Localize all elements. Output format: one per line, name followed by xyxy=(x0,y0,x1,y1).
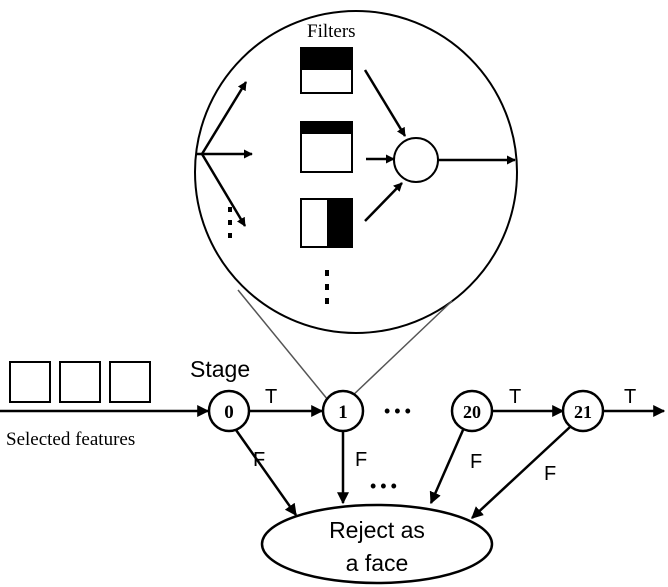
selected-features-label: Selected features xyxy=(6,429,135,450)
filters-title: Filters xyxy=(307,21,356,42)
reject-node: Reject as a face xyxy=(260,503,494,585)
filter-vertical-dots xyxy=(325,270,329,304)
haar-filter-right-dark-icon xyxy=(300,198,353,248)
zoom-callout: Filters xyxy=(194,10,518,401)
filter-to-node-arrows xyxy=(363,69,407,222)
reject-arrows xyxy=(234,426,571,519)
false-label: F xyxy=(544,463,556,485)
feature-box xyxy=(109,361,151,403)
reject-label-line1: Reject as xyxy=(329,517,425,543)
true-label: T xyxy=(624,386,636,408)
fan-vertical-dots xyxy=(228,207,232,238)
stages-ellipsis: ••• xyxy=(384,401,415,421)
true-label: T xyxy=(509,386,521,408)
stage-node-label: 21 xyxy=(574,402,592,422)
false-label: F xyxy=(253,449,265,471)
stage-node-label: 0 xyxy=(224,402,234,423)
stage-node-label: 1 xyxy=(338,402,348,423)
fan-arrows xyxy=(196,81,253,227)
reject-label-line2: a face xyxy=(346,550,409,576)
stage-label: Stage xyxy=(190,356,250,382)
haar-filter-top-dark-icon xyxy=(300,47,353,94)
zoom-guide-left xyxy=(237,289,329,401)
zoom-guide-right xyxy=(349,300,453,399)
reject-ellipsis: ••• xyxy=(370,476,401,496)
feature-box xyxy=(9,361,51,403)
selected-features: Selected features xyxy=(6,361,151,450)
true-label: T xyxy=(265,386,277,408)
stage-node-21: 21 xyxy=(561,389,605,433)
false-label: F xyxy=(355,449,367,471)
stage-node-20: 20 xyxy=(450,389,494,433)
summing-node xyxy=(393,137,439,183)
false-label: F xyxy=(470,451,482,473)
zoom-circle xyxy=(194,10,518,334)
haar-filter-thin-top-dark-icon xyxy=(300,121,353,173)
stage-node-1: 1 xyxy=(321,389,365,433)
stage-node-0: 0 xyxy=(207,389,251,433)
stage-node-label: 20 xyxy=(463,402,481,422)
feature-box xyxy=(59,361,101,403)
